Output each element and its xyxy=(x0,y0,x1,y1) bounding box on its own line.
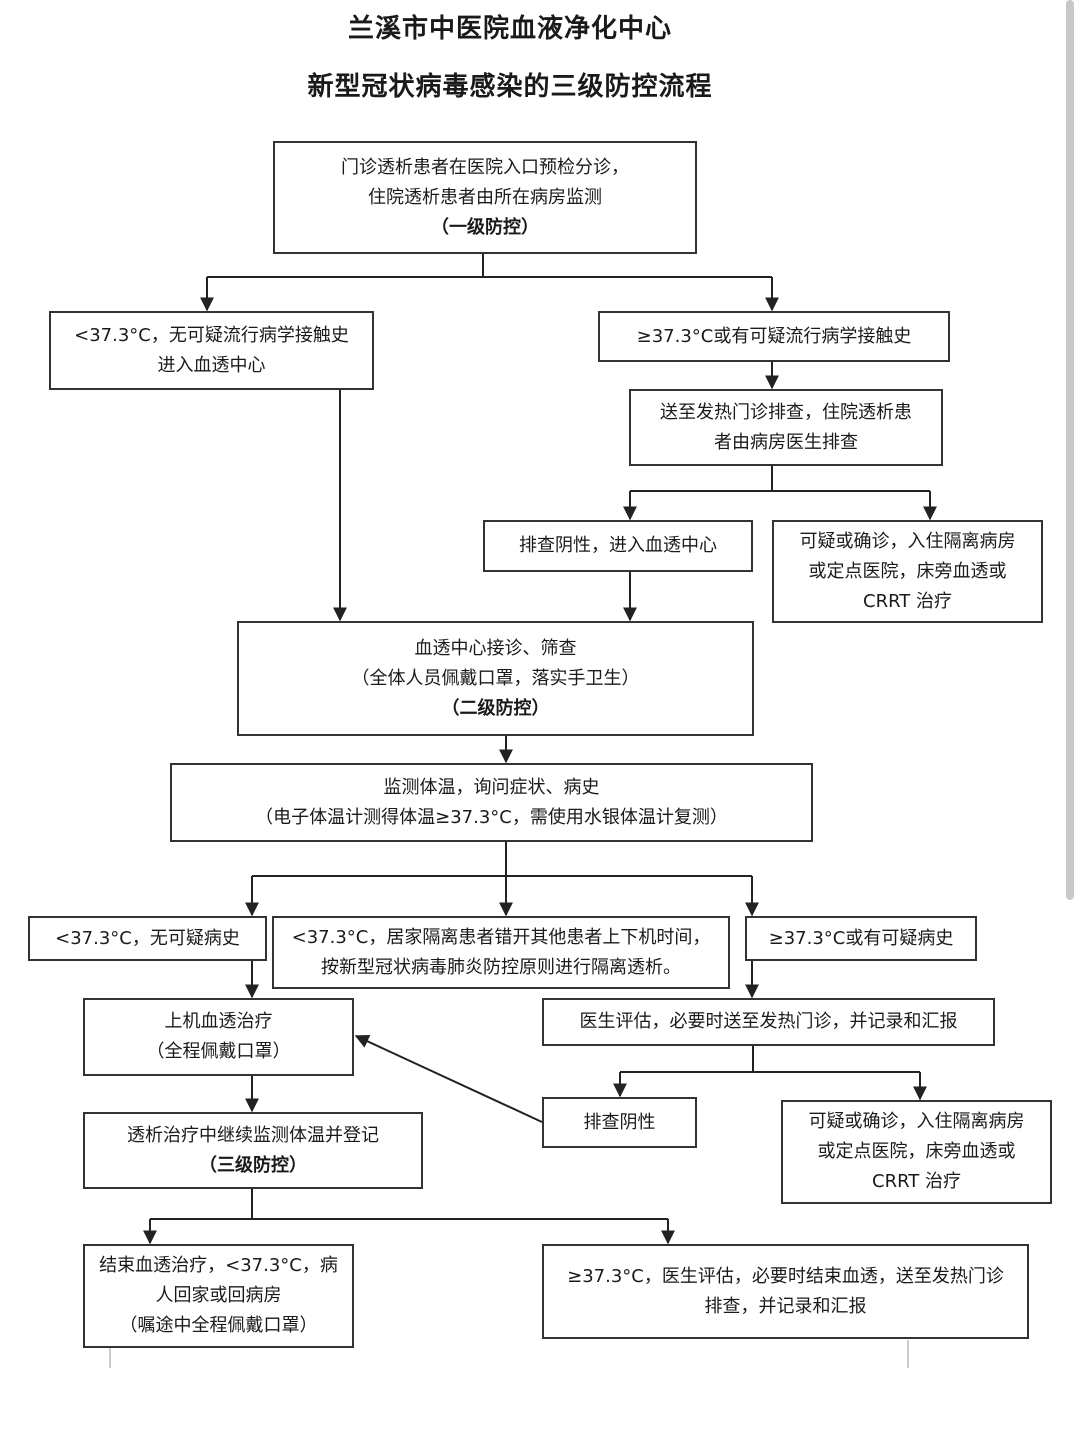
node-text: （全体人员佩戴口罩，落实手卫生） xyxy=(351,667,640,689)
node-text: （嘱途中全程佩戴口罩） xyxy=(119,1315,318,1336)
node-text: 进入血透中心 xyxy=(157,354,266,376)
node-text: CRRT 治疗 xyxy=(863,590,952,612)
node-text: 可疑或确诊，入住隔离病房 xyxy=(799,530,1016,552)
node-text: <37.3°C，居家隔离患者错开其他患者上下机时间， xyxy=(291,926,711,948)
node-continue-monitor: 透析治疗中继续监测体温并登记 （三级防控） xyxy=(83,1112,423,1189)
node-high-or-history: ≥37.3°C或有可疑病史 xyxy=(745,916,977,961)
node-dialysis-start: 上机血透治疗 （全程佩戴口罩） xyxy=(83,998,354,1076)
node-text: <37.3°C，无可疑流行病学接触史 xyxy=(74,324,349,346)
node-text: （电子体温计测得体温≥37.3°C，需使用水银体温计复测） xyxy=(255,806,728,828)
node-text: 者由病房医生排查 xyxy=(714,431,858,453)
arrow-negative-to-dialysis xyxy=(354,1034,543,1123)
node-text: ≥37.3°C或有可疑病史 xyxy=(768,927,954,949)
node-text: 住院透析患者由所在病房监测 xyxy=(368,186,602,208)
node-home-quarantine: <37.3°C，居家隔离患者错开其他患者上下机时间， 按新型冠状病毒肺炎防控原则… xyxy=(272,916,730,989)
node-negative: 排查阴性 xyxy=(542,1097,697,1148)
node-text: 医生评估，必要时送至发热门诊，并记录和汇报 xyxy=(579,1011,958,1032)
node-level-label: （二级防控） xyxy=(441,697,550,719)
node-text: 人回家或回病房 xyxy=(155,1285,282,1306)
node-suspect-isolation-1: 可疑或确诊，入住隔离病房 或定点医院，床旁血透或 CRRT 治疗 xyxy=(772,520,1043,623)
node-text: 送至发热门诊排查，住院透析患 xyxy=(660,401,912,423)
node-text: ≥37.3°C或有可疑流行病学接触史 xyxy=(636,325,912,347)
node-low-no-history: <37.3°C，无可疑病史 xyxy=(28,916,267,961)
node-level-label: （三级防控） xyxy=(199,1154,307,1176)
node-text: 可疑或确诊，入住隔离病房 xyxy=(808,1111,1025,1132)
node-high-or-contact: ≥37.3°C或有可疑流行病学接触史 xyxy=(598,311,950,362)
node-text: 或定点医院，床旁血透或 xyxy=(808,560,1007,582)
node-text: 按新型冠状病毒肺炎防控原则进行隔离透析。 xyxy=(321,956,681,978)
node-high-end: ≥37.3°C，医生评估，必要时结束血透，送至发热门诊 排查，并记录和汇报 xyxy=(542,1244,1029,1339)
node-doctor-eval: 医生评估，必要时送至发热门诊，并记录和汇报 xyxy=(542,998,995,1046)
node-text: 或定点医院，床旁血透或 xyxy=(817,1141,1016,1162)
node-end-dialysis: 结束血透治疗，<37.3°C，病 人回家或回病房 （嘱途中全程佩戴口罩） xyxy=(83,1244,354,1348)
node-text: ≥37.3°C，医生评估，必要时结束血透，送至发热门诊 xyxy=(567,1265,1004,1287)
node-level-label: （一级防控） xyxy=(431,216,539,238)
node-text: 结束血透治疗，<37.3°C，病 xyxy=(99,1255,338,1276)
node-low-no-contact: <37.3°C，无可疑流行病学接触史 进入血透中心 xyxy=(49,311,374,390)
node-text: 门诊透析患者在医院入口预检分诊， xyxy=(341,156,629,178)
node-text: 监测体温，询问症状、病史 xyxy=(383,776,600,798)
node-monitor-temp: 监测体温，询问症状、病史 （电子体温计测得体温≥37.3°C，需使用水银体温计复… xyxy=(170,763,813,842)
node-negative-enter: 排查阴性，进入血透中心 xyxy=(483,520,753,572)
node-triage: 门诊透析患者在医院入口预检分诊， 住院透析患者由所在病房监测 （一级防控） xyxy=(273,141,697,254)
node-text: 排查阴性，进入血透中心 xyxy=(519,535,717,556)
node-center-screening: 血透中心接诊、筛查 （全体人员佩戴口罩，落实手卫生） （二级防控） xyxy=(237,621,754,736)
node-text: 血透中心接诊、筛查 xyxy=(414,637,577,659)
node-text: 透析治疗中继续监测体温并登记 xyxy=(127,1124,379,1146)
node-text: 上机血透治疗 xyxy=(164,1011,273,1032)
node-fever-clinic: 送至发热门诊排查，住院透析患 者由病房医生排查 xyxy=(629,389,943,466)
node-text: （全程佩戴口罩） xyxy=(146,1041,291,1062)
page-title: 兰溪市中医院血液净化中心 xyxy=(347,14,672,44)
node-text: CRRT 治疗 xyxy=(872,1171,961,1192)
node-suspect-isolation-2: 可疑或确诊，入住隔离病房 或定点医院，床旁血透或 CRRT 治疗 xyxy=(781,1100,1052,1204)
page-subtitle: 新型冠状病毒感染的三级防控流程 xyxy=(307,72,713,102)
node-text: <37.3°C，无可疑病史 xyxy=(55,927,240,949)
node-text: 排查阴性 xyxy=(583,1111,656,1133)
node-text: 排查，并记录和汇报 xyxy=(704,1295,867,1317)
vertical-scrollbar[interactable] xyxy=(1066,0,1074,900)
